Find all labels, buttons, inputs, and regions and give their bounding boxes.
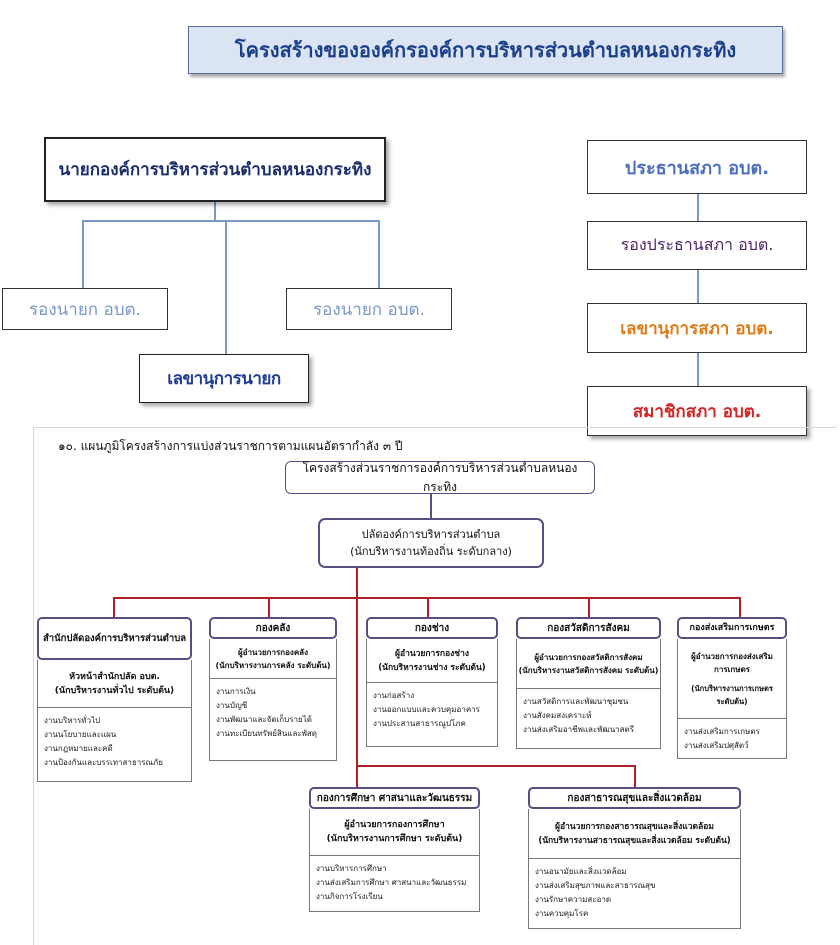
connector-lower-horizontal [356,765,636,767]
connector-council-1 [697,194,699,221]
list-item: งานบัญชี [216,701,248,710]
plan-heading: ๑๐. แผนภูมิโครงสร้างการแบ่งส่วนราชการตาม… [58,439,403,453]
council-secretary-box: เลขานุการสภา อบต. [587,303,807,353]
dept-task-list: งานสวัสดิการและพัฒนาชุมชน งานสังคมสงเครา… [516,689,661,749]
dept-head-level: (นักบริหารงานสวัสดิการสังคม ระดับต้น) [518,665,659,675]
connector-council-3 [697,353,699,386]
dept-head-position: ผู้อำนวยการกองการศึกษา (นักบริหารงานการศ… [309,809,480,856]
deputy-chief-box: ปลัดองค์การบริหารส่วนตำบล (นักบริหารงานท… [318,518,544,568]
connector-dept5-down [739,597,741,617]
connector-head-down [356,568,358,598]
dept-name: กองการศึกษา ศาสนาและวัฒนธรรม [309,787,480,809]
council-vice-chair-box: รองประธานสภา อบต. [587,221,807,270]
deputy-chief-title: ปลัดองค์การบริหารส่วนตำบล [361,528,501,541]
deputy-chief-level: (นักบริหารงานท้องถิ่น ระดับกลาง) [350,545,512,558]
list-item: งานกิจการโรงเรียน [316,892,383,901]
dept-head-title: ผู้อำนวยการกองการศึกษา [344,820,445,830]
dept-head-title: ผู้อำนวยการกองส่งเสริม [691,651,773,661]
dept-head-position: ผู้อำนวยการกองคลัง (นักบริหารงานการคลัง … [209,639,337,679]
list-item: งานประสานสาธารณูปโภค [373,719,466,728]
dept-name: สำนักปลัดองค์การบริหารส่วนตำบล [37,617,192,660]
dept-head-position: ผู้อำนวยการกองสาธารณสุขและสิ่งแวดล้อม (น… [528,809,741,859]
list-item: งานออกแบบและควบคุมอาคาร [373,705,480,714]
dept-name: กองสวัสดิการสังคม [516,617,661,639]
dept-head-title: ผู้อำนวยการกองสาธารณสุขและสิ่งแวดล้อม [555,821,714,832]
list-item: งานส่งเสริมอาชีพและพัฒนาสตรี [523,725,635,734]
dept-head-position: หัวหน้าสำนักปลัด อบต. (นักบริหารงานทั่วไ… [37,660,192,708]
list-item: งานส่งเสริมการศึกษา ศาสนาและวัฒนธรรม [316,878,467,887]
list-item: งานนโยบายและแผน [44,730,117,739]
mayor-box: นายกองค์การบริหารส่วนตำบลหนองกระทิง [44,137,386,202]
list-item: งานป้องกันและบรรเทาสาธารณภัย [44,758,163,767]
list-item: งานรักษาความสะอาด [535,895,612,904]
dept-head-level: (นักบริหารงานทั่วไป ระดับต้น) [54,685,175,696]
connector-mayor-down [214,202,216,221]
list-item: งานการเงิน [216,687,256,696]
deputy-mayor-right-box: รองนายก อบต. [286,288,452,330]
dept-name: กองสาธารณสุขและสิ่งแวดล้อม [528,787,741,809]
dept-task-list: งานส่งเสริมการเกษตร งานส่งเสริมปศุสัตว์ [677,719,787,759]
list-item: งานอนามัยและสิ่งแวดล้อม [535,867,627,876]
connector-lower-trunk [356,597,358,787]
dept-head-level: (นักบริหารงานการเกษตร [691,683,773,693]
dept-head-level: (นักบริหารงานการศึกษา ระดับต้น) [326,834,463,844]
dept-head-level: (นักบริหารงานสาธารณสุขและสิ่งแวดล้อม ระด… [538,835,731,846]
list-item: งานสวัสดิการและพัฒนาชุมชน [523,697,629,706]
dept-head-title: หัวหน้าสำนักปลัด อบต. [69,671,160,682]
connector-dept4-down [588,597,590,617]
dept-task-list: งานก่อสร้าง งานออกแบบและควบคุมอาคาร งานป… [366,683,498,747]
dept-name: กองส่งเสริมการเกษตร [677,617,787,639]
lower-chart-frame [33,427,837,945]
council-chair-box: ประธานสภา อบต. [587,140,807,194]
connector-dept3-down [427,597,429,617]
list-item: งานกฎหมายและคดี [44,744,113,753]
dept-head-level: (นักบริหารงานช่าง ระดับต้น) [378,662,486,673]
dept-head-position: ผู้อำนวยการกองส่งเสริม การเกษตร (นักบริห… [677,639,787,719]
list-item: งานทะเบียนทรัพย์สินและพัสดุ [216,729,317,738]
dept-head-title: ผู้อำนวยการกองสวัสดิการสังคม [534,652,643,662]
mayor-secretary-box: เลขานุการนายก [139,354,309,403]
dept-task-list: งานอนามัยและสิ่งแวดล้อม งานส่งเสริมสุขภา… [528,859,741,929]
dept-head-title: ผู้อำนวยการกองช่าง [394,648,469,659]
dept-head-title-cont: การเกษตร [714,664,750,674]
list-item: งานส่งเสริมการเกษตร [684,727,760,736]
dept-head-level-cont: ระดับต้น) [716,696,748,706]
structure-title-box: โครงสร้างส่วนราชการองค์การบริหารส่วนตำบล… [285,461,595,494]
list-item: งานบริหารทั่วไป [44,716,101,725]
connector-deputy-right-down [378,220,380,288]
dept-task-list: งานบริหารการศึกษา งานส่งเสริมการศึกษา ศา… [309,856,480,912]
connector-council-2 [697,270,699,303]
dept-task-list: งานการเงิน งานบัญชี งานพัฒนาและจัดเก็บรา… [209,679,337,761]
list-item: งานส่งเสริมสุขภาพและสาธารณสุข [535,881,656,890]
connector-deputy-left-down [82,220,84,288]
dept-name: กองคลัง [209,617,337,639]
list-item: งานควบคุมโรค [535,909,589,918]
connector-secretary-down [225,220,227,354]
connector-deputy-horizontal [82,220,380,222]
list-item: งานพัฒนาและจัดเก็บรายได้ [216,715,312,724]
list-item: งานก่อสร้าง [373,691,415,700]
dept-name: กองช่าง [366,617,498,639]
main-title: โครงสร้างขององค์กรองค์การบริหารส่วนตำบลห… [188,26,783,74]
deputy-mayor-left-box: รองนายก อบต. [2,288,168,330]
list-item: งานสังคมสงเคราะห์ [523,711,592,720]
connector-title-to-head [430,494,432,518]
dept-task-list: งานบริหารทั่วไป งานนโยบายและแผน งานกฎหมา… [37,708,192,782]
connector-dept2-down [268,597,270,617]
connector-dept1-down [113,597,115,617]
dept-head-level: (นักบริหารงานการคลัง ระดับต้น) [215,660,331,670]
dept-head-position: ผู้อำนวยการกองสวัสดิการสังคม (นักบริหารง… [516,639,661,689]
connector-dept7-down [634,765,636,787]
list-item: งานบริหารการศึกษา [316,864,387,873]
dept-head-position: ผู้อำนวยการกองช่าง (นักบริหารงานช่าง ระด… [366,639,498,683]
council-member-box: สมาชิกสภา อบต. [587,386,807,436]
list-item: งานส่งเสริมปศุสัตว์ [684,741,749,750]
dept-head-title: ผู้อำนวยการกองคลัง [238,647,308,657]
